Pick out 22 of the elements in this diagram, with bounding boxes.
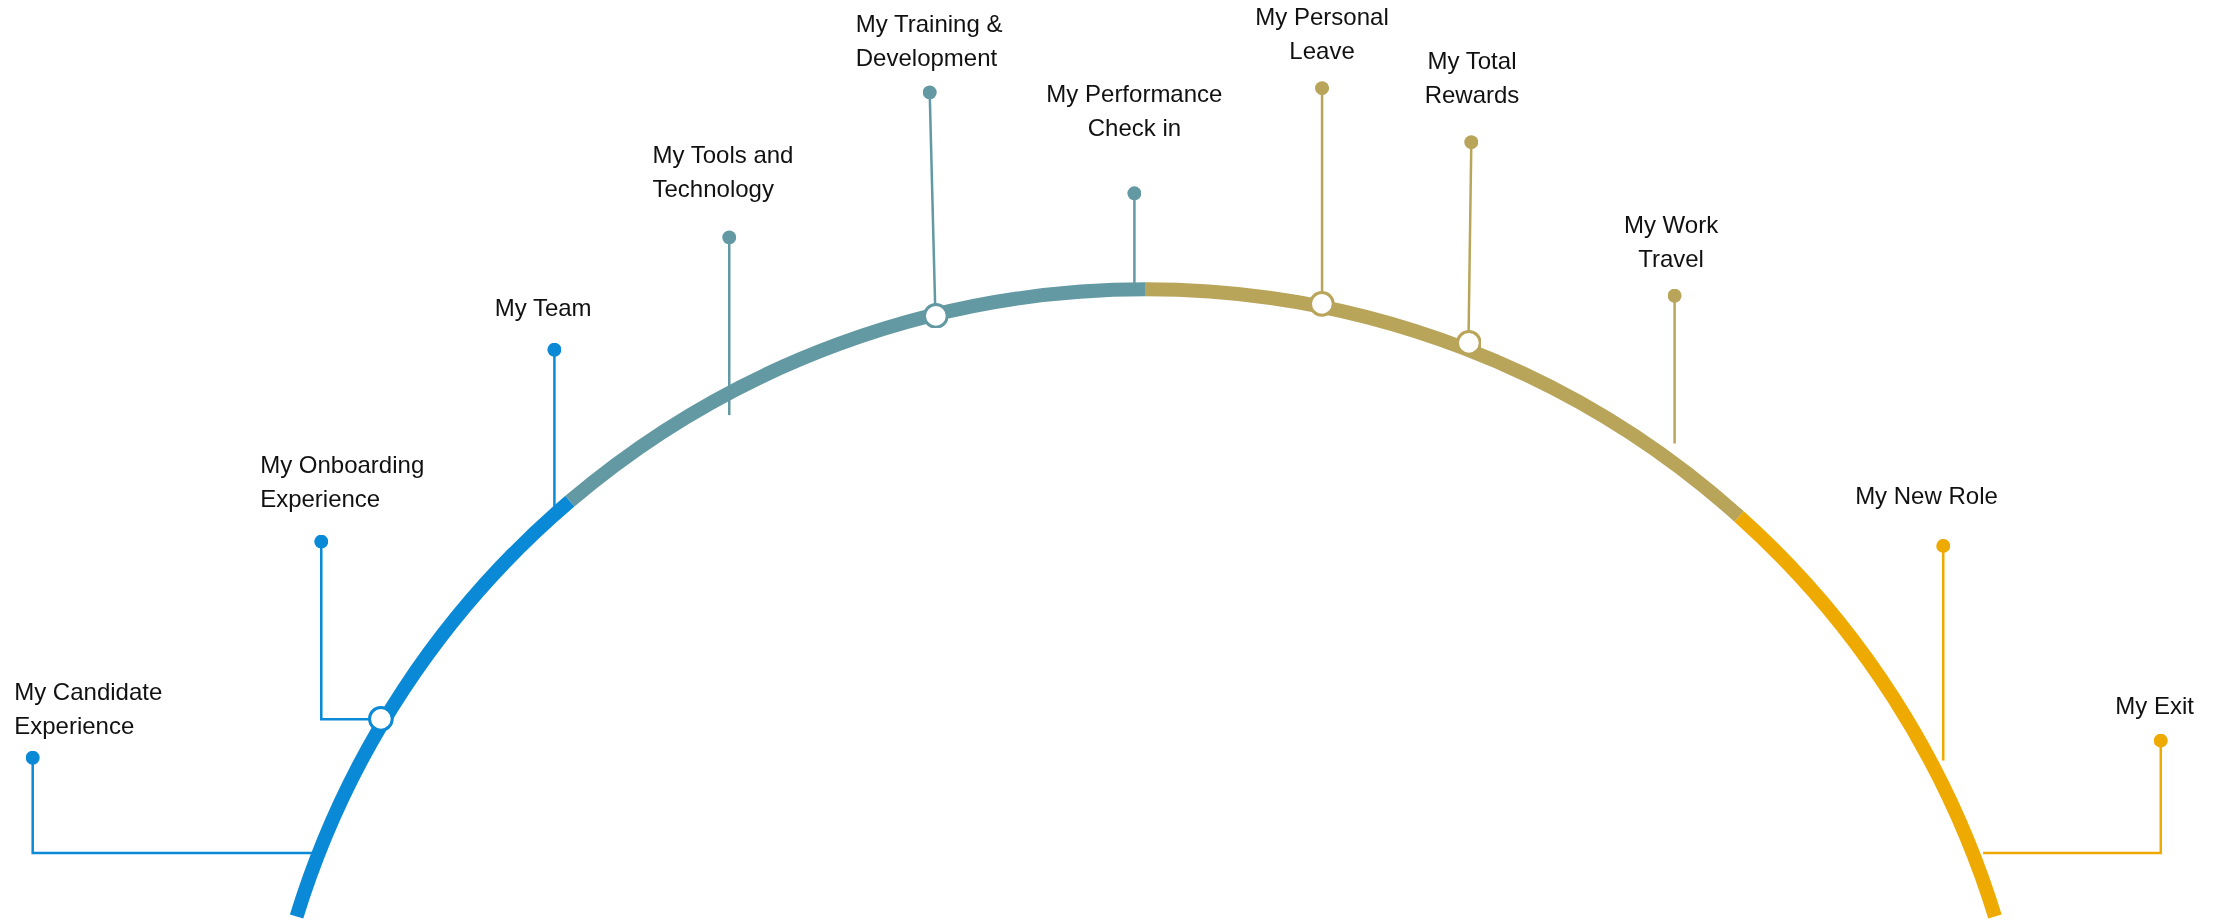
milestone-label: My Work Travel bbox=[1603, 207, 1739, 276]
milestone-label: My Exit bbox=[2115, 689, 2229, 724]
milestone-label: My Tools and Technology bbox=[652, 137, 824, 206]
leader-line bbox=[1936, 538, 1951, 761]
milestone-label: My Onboarding Experience bbox=[260, 447, 438, 516]
milestone-label: My Team bbox=[494, 291, 666, 326]
milestone-label: My Candidate Experience bbox=[14, 675, 185, 744]
leader-line bbox=[922, 85, 937, 305]
milestone-circle bbox=[1309, 291, 1335, 318]
leader-line bbox=[1667, 288, 1682, 444]
leader-line bbox=[722, 230, 737, 416]
milestone-circle bbox=[368, 706, 394, 733]
milestone-label: My Performance Check in bbox=[1020, 76, 1249, 145]
leader-line bbox=[1983, 733, 2168, 855]
milestone-label: My Training & Development bbox=[855, 7, 1048, 76]
milestone-circle bbox=[922, 302, 949, 329]
leader-line bbox=[1315, 81, 1330, 293]
milestone-label: My New Role bbox=[1855, 479, 2026, 514]
leader-line bbox=[1464, 135, 1479, 332]
leader-line bbox=[314, 534, 370, 721]
milestone-circle bbox=[1455, 329, 1482, 356]
leader-line bbox=[25, 750, 313, 855]
